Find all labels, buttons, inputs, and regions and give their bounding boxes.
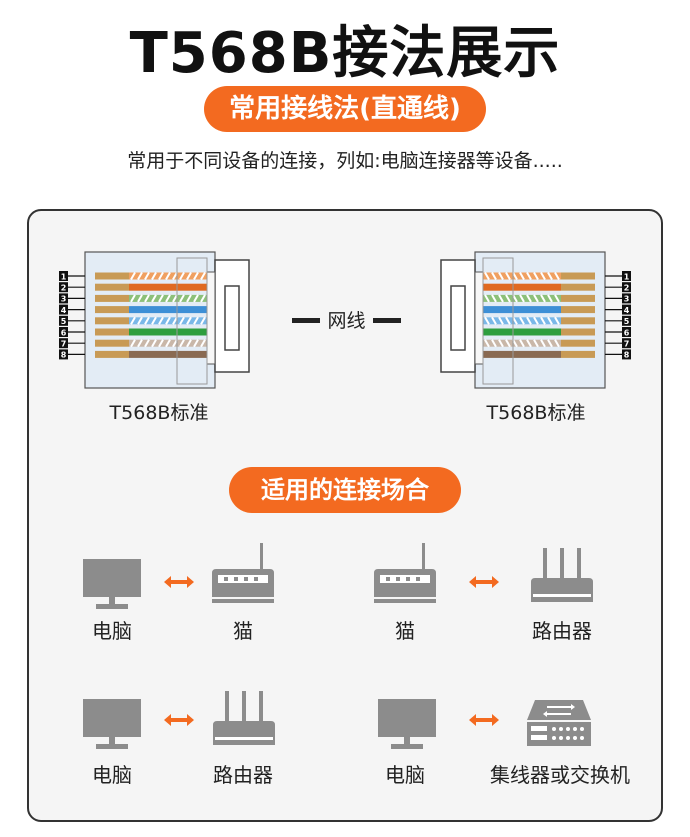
pin-number: 2 bbox=[61, 284, 67, 293]
double-arrow-icon bbox=[469, 576, 499, 588]
pin-number: 4 bbox=[61, 306, 67, 315]
pin-number-box bbox=[622, 315, 631, 326]
pin-number: 2 bbox=[624, 284, 630, 293]
switch-icon bbox=[527, 700, 591, 748]
pin-number: 1 bbox=[61, 272, 67, 281]
scenario-2-right-label: 路由器 bbox=[532, 619, 592, 643]
pin-number-box bbox=[59, 315, 68, 326]
wire-8 bbox=[129, 350, 207, 358]
scenario-2-left-label: 猫 bbox=[395, 619, 415, 643]
double-arrow-icon bbox=[164, 576, 194, 588]
router-icon bbox=[213, 691, 275, 749]
double-arrow-icon bbox=[164, 714, 194, 726]
scenarios-badge: 适用的连接场合 bbox=[229, 467, 461, 513]
scenario-3-left-label: 电脑 bbox=[92, 763, 132, 787]
scenario-1-left-label: 电脑 bbox=[92, 619, 132, 643]
page-title: T568B接法展示 bbox=[129, 21, 561, 86]
connector-right-label: T568B标准 bbox=[486, 402, 586, 424]
rj45-left-icon: 1 2 3 4 5 6 7 8 bbox=[59, 251, 250, 389]
rj45-connector-right: 1 2 3 4 5 6 7 8 bbox=[433, 250, 633, 392]
pin-number-box bbox=[622, 304, 631, 315]
modem-icon bbox=[372, 543, 438, 605]
pin-number: 7 bbox=[61, 340, 67, 349]
pin-number: 6 bbox=[624, 328, 630, 337]
wire-6 bbox=[483, 328, 561, 336]
monitor-icon bbox=[83, 699, 141, 751]
pin-number: 6 bbox=[61, 328, 67, 337]
pin-number: 5 bbox=[61, 317, 67, 326]
cable-label: 网线 bbox=[327, 310, 366, 332]
rj45-connector-left: 1 2 3 4 5 6 7 8 bbox=[57, 250, 257, 392]
pin-number: 5 bbox=[624, 317, 630, 326]
pin-number-box bbox=[59, 271, 68, 281]
pin-number-box bbox=[59, 327, 68, 337]
pin-number-box bbox=[622, 338, 631, 349]
pin-number-box bbox=[622, 327, 631, 337]
pin-number-box bbox=[622, 271, 631, 281]
wire-4 bbox=[483, 306, 561, 314]
wire-6 bbox=[129, 328, 207, 336]
monitor-icon bbox=[378, 699, 436, 751]
router-icon bbox=[531, 548, 593, 606]
connector-left-label: T568B标准 bbox=[109, 402, 209, 424]
pin-number: 1 bbox=[624, 272, 630, 281]
pin-number: 8 bbox=[61, 351, 67, 360]
pin-number-box bbox=[622, 282, 631, 293]
scenario-4-left-label: 电脑 bbox=[385, 763, 425, 787]
pin-number-box bbox=[622, 349, 631, 360]
pin-number: 7 bbox=[624, 340, 630, 349]
scenario-4-right-label: 集线器或交换机 bbox=[490, 763, 630, 787]
pin-number-box bbox=[59, 282, 68, 293]
usage-description: 常用于不同设备的连接，列如:电脑连接器等设备..... bbox=[127, 150, 563, 172]
pin-number-box bbox=[59, 349, 68, 360]
pin-number-box bbox=[622, 293, 631, 304]
wire-8 bbox=[483, 350, 561, 358]
wire-2 bbox=[129, 283, 207, 291]
pin-number-box bbox=[59, 293, 68, 304]
rj45-right-icon: 1 2 3 4 5 6 7 8 bbox=[440, 251, 631, 389]
cable-line-right bbox=[373, 318, 401, 323]
wiring-type-badge: 常用接线法(直通线) bbox=[204, 86, 486, 132]
pin-number: 8 bbox=[624, 351, 630, 360]
pin-number: 4 bbox=[624, 306, 630, 315]
scenario-1-right-label: 猫 bbox=[233, 619, 253, 643]
cable-line-left bbox=[292, 318, 320, 323]
scenario-3-right-label: 路由器 bbox=[213, 763, 273, 787]
pin-number: 3 bbox=[624, 295, 630, 304]
pin-number-box bbox=[59, 338, 68, 349]
modem-icon bbox=[210, 543, 276, 605]
wire-4 bbox=[129, 306, 207, 314]
pin-number-box bbox=[59, 304, 68, 315]
monitor-icon bbox=[83, 559, 141, 611]
double-arrow-icon bbox=[469, 714, 499, 726]
wire-2 bbox=[483, 283, 561, 291]
pin-number: 3 bbox=[61, 295, 67, 304]
